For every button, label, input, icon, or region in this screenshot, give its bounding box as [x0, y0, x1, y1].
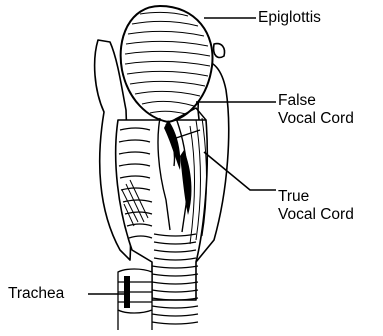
label-epiglottis: Epiglottis — [258, 9, 321, 27]
label-trachea: Trachea — [8, 285, 64, 303]
label-true-vocal-cord: True Vocal Cord — [278, 188, 354, 224]
lower-trachea-band — [118, 269, 152, 330]
trachea-side-shade — [124, 276, 130, 308]
label-false-line1: False — [278, 92, 354, 110]
cartilage-horn — [214, 44, 225, 58]
label-false-vocal-cord: False Vocal Cord — [278, 92, 354, 128]
label-true-line1: True — [278, 188, 354, 206]
label-true-line2: Vocal Cord — [278, 206, 354, 224]
label-false-line2: Vocal Cord — [278, 110, 354, 128]
